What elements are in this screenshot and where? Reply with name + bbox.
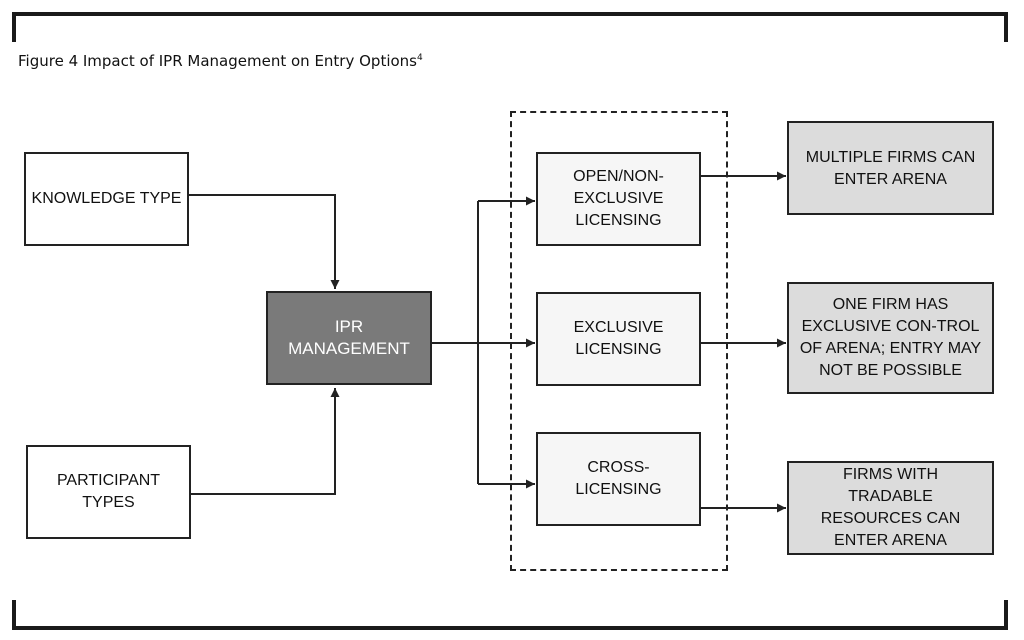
figure-title: Figure 4 Impact of IPR Management on Ent… xyxy=(18,52,423,70)
arrow-knowledge-to-ipr xyxy=(188,194,340,289)
figure-title-text: Figure 4 Impact of IPR Management on Ent… xyxy=(18,52,417,70)
participant-types-label: PARTICIPANT TYPES xyxy=(56,472,161,511)
open-licensing-label: OPEN/NON-EXCLUSIVE LICENSING xyxy=(573,168,664,229)
cross-licensing-box: CROSS-LICENSING xyxy=(536,432,701,526)
multiple-firms-box: MULTIPLE FIRMS CAN ENTER ARENA xyxy=(787,121,994,215)
ipr-management-label: IPR MANAGEMENT xyxy=(288,317,410,358)
participant-types-box: PARTICIPANT TYPES xyxy=(26,445,191,539)
exclusive-licensing-box: EXCLUSIVE LICENSING xyxy=(536,292,701,386)
figure-footnote-marker: 4 xyxy=(417,53,423,63)
knowledge-type-box: KNOWLEDGE TYPE xyxy=(24,152,189,246)
ipr-management-box: IPR MANAGEMENT xyxy=(266,291,432,385)
multiple-firms-label: MULTIPLE FIRMS CAN ENTER ARENA xyxy=(805,149,976,188)
bottom-bracket xyxy=(12,600,1008,630)
cross-licensing-label: CROSS-LICENSING xyxy=(575,459,662,498)
knowledge-type-label: KNOWLEDGE TYPE xyxy=(31,190,182,207)
one-firm-box: ONE FIRM HAS EXCLUSIVE CON-TROL OF ARENA… xyxy=(787,282,994,394)
one-firm-label: ONE FIRM HAS EXCLUSIVE CON-TROL OF ARENA… xyxy=(799,296,982,379)
tradable-resources-box: FIRMS WITH TRADABLE RESOURCES CAN ENTER … xyxy=(787,461,994,555)
open-licensing-box: OPEN/NON-EXCLUSIVE LICENSING xyxy=(536,152,701,246)
tradable-resources-label: FIRMS WITH TRADABLE RESOURCES CAN ENTER … xyxy=(820,466,961,549)
arrow-participant-to-ipr xyxy=(190,388,340,495)
licensing-options-group xyxy=(510,111,728,571)
exclusive-licensing-label: EXCLUSIVE LICENSING xyxy=(573,319,664,358)
top-bracket xyxy=(12,12,1008,42)
